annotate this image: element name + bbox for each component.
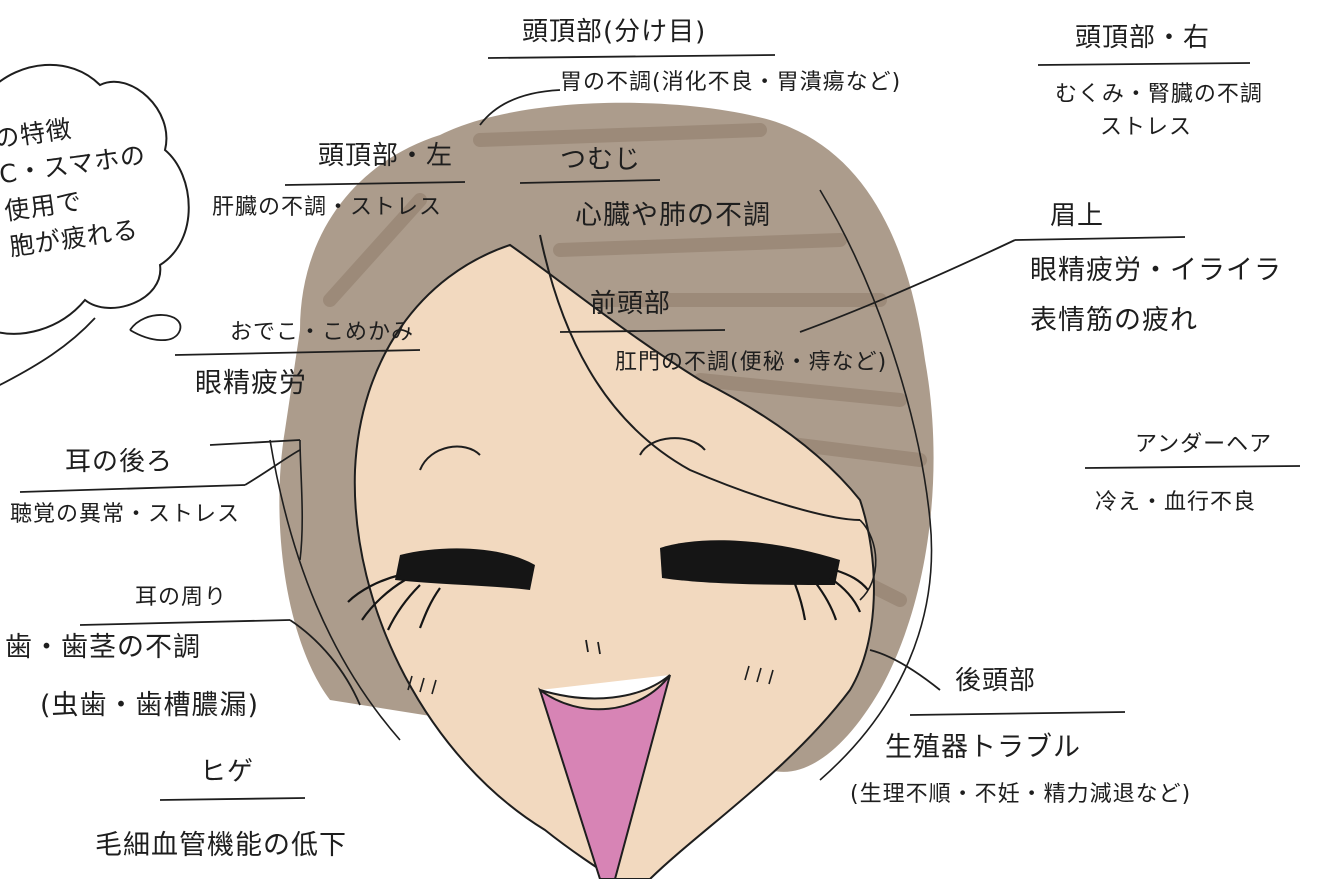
desc-back-head-2: (生理不順・不妊・精力減退など)	[850, 782, 1192, 807]
desc-crown-left: 肝臓の不調・ストレス	[212, 195, 443, 220]
desc-behind-ear: 聴覚の異常・ストレス	[10, 502, 241, 527]
desc-beard: 毛細血管機能の低下	[95, 830, 347, 861]
desc-around-ear-1: 歯・歯茎の不調	[5, 632, 201, 663]
label-beard: ヒゲ	[200, 757, 255, 787]
label-forehead-temple: おでこ・こめかみ	[230, 320, 415, 345]
desc-underhair: 冷え・血行不良	[1095, 490, 1257, 515]
label-above-brow: 眉上	[1050, 201, 1105, 231]
label-whorl: つむじ	[560, 145, 642, 175]
desc-crown-right-1: むくみ・腎臓の不調	[1055, 82, 1263, 107]
label-around-ear: 耳の周り	[135, 585, 228, 610]
label-crown-right: 頭頂部・右	[1075, 23, 1211, 53]
label-crown-center: 頭頂部(分け目)	[522, 17, 707, 47]
eyelash-right-icon	[660, 540, 869, 621]
desc-around-ear-2: (虫歯・歯槽膿漏)	[40, 690, 260, 721]
desc-whorl: 心臓や肺の不調	[575, 200, 771, 231]
label-underhair: アンダーヘア	[1135, 432, 1273, 457]
desc-forehead-temple: 眼精疲労	[195, 368, 307, 399]
label-behind-ear: 耳の後ろ	[65, 447, 174, 477]
desc-above-brow-2: 表情筋の疲れ	[1030, 305, 1198, 336]
desc-crown-right-2: ストレス	[1100, 115, 1193, 140]
eyelash-left-icon	[347, 548, 535, 631]
desc-front-head: 肛門の不調(便秘・痔など)	[615, 350, 888, 375]
bubble-text: の特徴 C・スマホの 使用で 胞が疲れる	[0, 114, 148, 262]
label-crown-left: 頭頂部・左	[318, 141, 454, 171]
label-front-head: 前頭部	[590, 289, 672, 319]
desc-crown-center: 胃の不調(消化不良・胃潰瘍など)	[560, 70, 902, 95]
label-back-head: 後頭部	[955, 666, 1037, 696]
thought-bubble-icon	[0, 64, 190, 335]
desc-back-head-1: 生殖器トラブル	[885, 732, 1081, 763]
desc-above-brow-1: 眼精疲労・イライラ	[1030, 255, 1282, 286]
